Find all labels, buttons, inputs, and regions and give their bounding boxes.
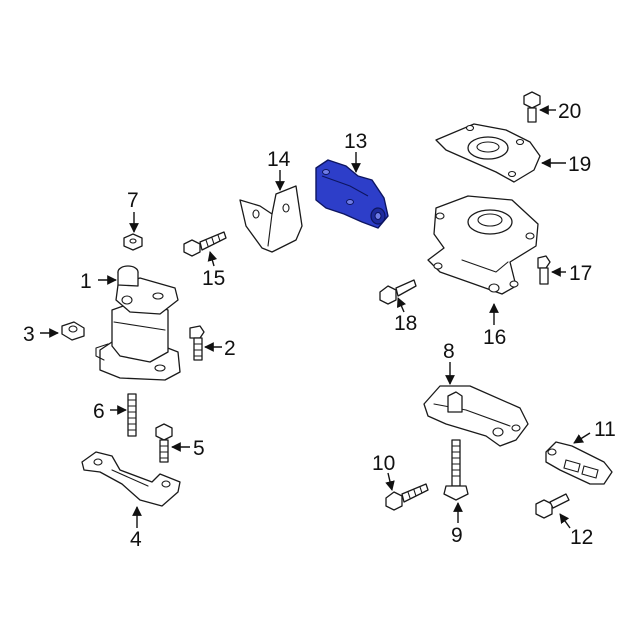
part-14-angle-bracket[interactable] <box>239 185 303 253</box>
leader-lines <box>40 105 591 529</box>
part-8-transmission-mount-bracket[interactable] <box>423 385 529 447</box>
part-4-bracket[interactable] <box>81 451 181 507</box>
part-18-bolt[interactable] <box>379 279 417 305</box>
part-1-engine-mount[interactable] <box>95 265 181 381</box>
part-6-stud[interactable] <box>127 393 137 437</box>
part-15-bolt[interactable] <box>183 231 227 257</box>
part-7-nut[interactable] <box>123 233 143 251</box>
callout-7: 7 <box>127 189 139 212</box>
callout-9: 9 <box>451 524 463 547</box>
part-10-bolt[interactable] <box>385 483 429 511</box>
part-9-bolt[interactable] <box>443 439 469 501</box>
callout-6: 6 <box>93 400 105 423</box>
callout-labels: 1 2 3 4 5 6 7 8 9 10 11 12 13 14 15 16 1… <box>23 100 616 551</box>
part-11-link-bracket[interactable] <box>545 441 613 485</box>
part-16-transmission-mount[interactable] <box>427 195 539 295</box>
part-19-upper-bracket[interactable] <box>435 123 541 183</box>
callout-11: 11 <box>594 418 616 441</box>
callout-8: 8 <box>443 340 455 363</box>
callout-18: 18 <box>394 312 417 335</box>
part-13-mount-bracket-highlighted[interactable] <box>315 159 389 229</box>
part-17-bolt[interactable] <box>537 255 551 285</box>
part-12-bolt[interactable] <box>535 493 570 519</box>
part-2-bolt[interactable] <box>189 325 205 361</box>
callout-10: 10 <box>372 452 395 475</box>
callout-3: 3 <box>23 323 35 346</box>
part-3-nut[interactable] <box>61 321 85 341</box>
callout-1: 1 <box>80 270 92 293</box>
callout-12: 12 <box>570 526 593 549</box>
callout-14: 14 <box>267 148 291 171</box>
callout-15: 15 <box>202 267 225 290</box>
callout-13: 13 <box>344 130 367 153</box>
callout-5: 5 <box>193 437 205 460</box>
callout-19: 19 <box>568 153 591 176</box>
callout-20: 20 <box>558 100 581 123</box>
callout-4: 4 <box>130 528 142 551</box>
callout-16: 16 <box>483 326 506 349</box>
part-5-bolt[interactable] <box>155 423 173 463</box>
callout-17: 17 <box>569 262 592 285</box>
callout-2: 2 <box>224 337 236 360</box>
part-20-bolt[interactable] <box>523 91 541 123</box>
